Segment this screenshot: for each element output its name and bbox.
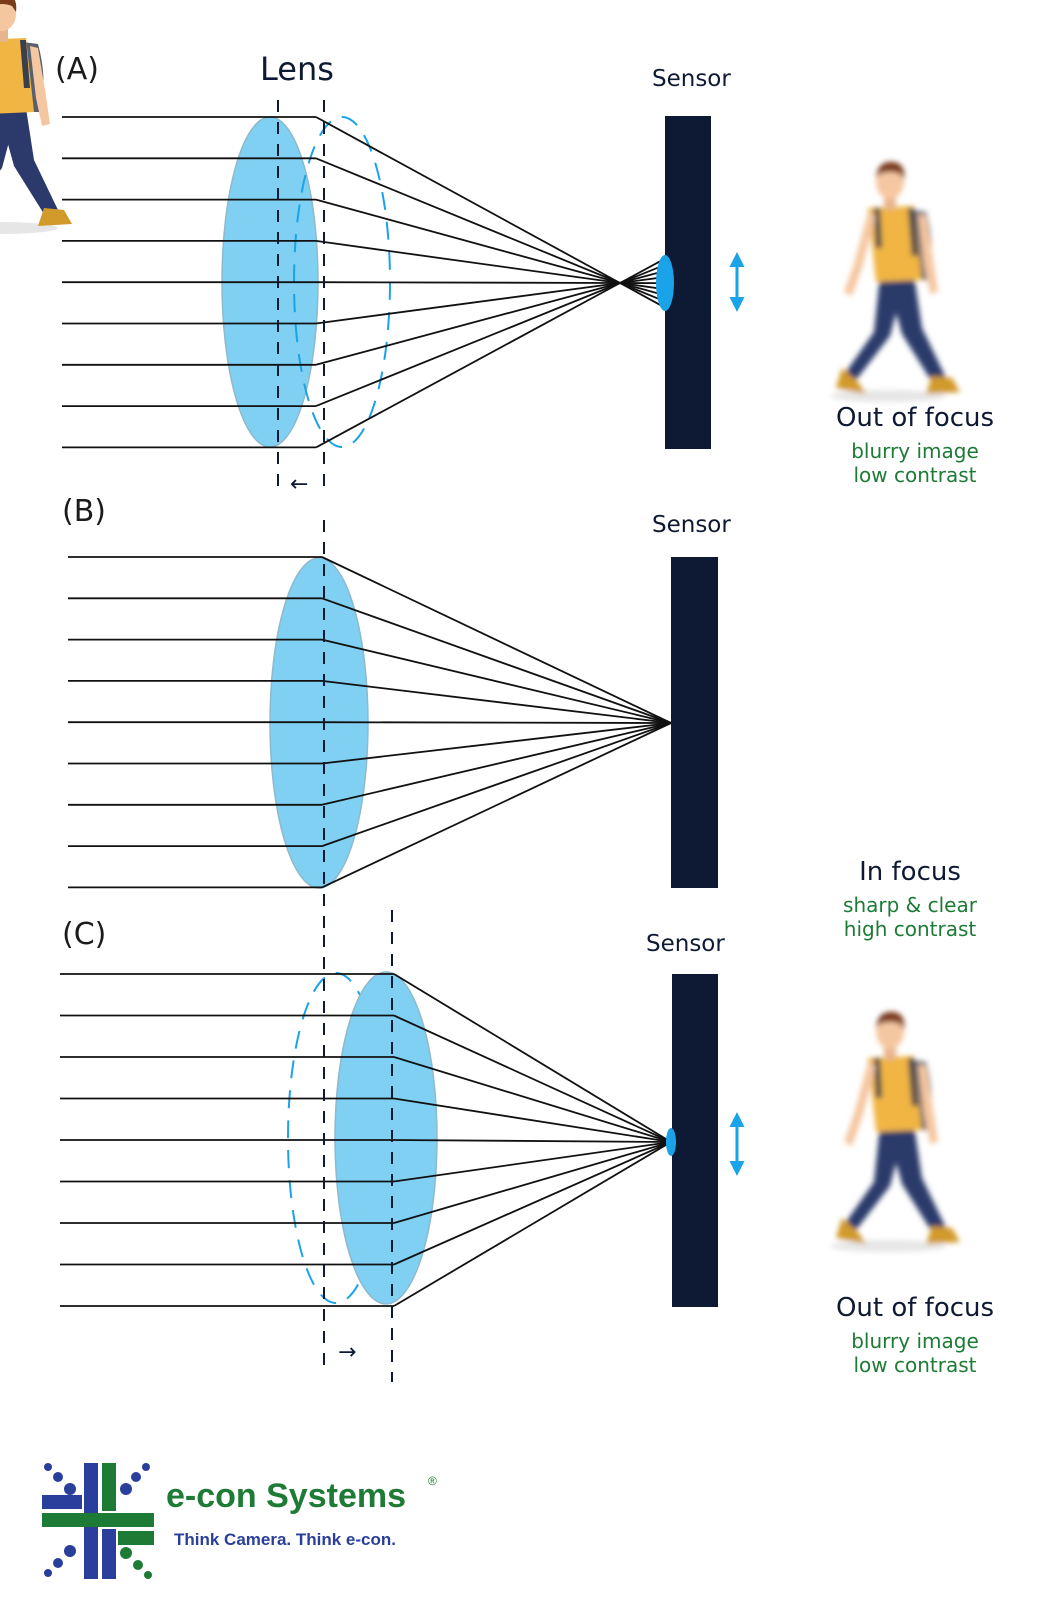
state-a: Out of focus	[835, 403, 995, 433]
panel-b-label: (B)	[62, 494, 106, 529]
shift-arrow-a: ←	[290, 472, 309, 497]
blur-spot-c	[666, 1128, 676, 1156]
lens-c	[334, 971, 438, 1305]
refracted-ray	[321, 721, 672, 724]
refracted-ray	[393, 1141, 672, 1224]
diverging-ray	[619, 282, 667, 309]
state-c: Out of focus	[835, 1293, 995, 1323]
desc-c-2: low contrast	[853, 1353, 977, 1377]
brand-tagline: Think Camera. Think e-con.	[174, 1530, 396, 1549]
refracted-ray	[321, 597, 672, 724]
person-a-icon	[830, 161, 960, 402]
refracted-ray	[315, 116, 621, 284]
light-rays-a	[62, 116, 667, 449]
panel-a-label: (A)	[55, 52, 99, 87]
refracted-ray	[321, 680, 672, 724]
sensor-label-a: Sensor	[652, 66, 731, 92]
shift-arrow-c: →	[338, 1340, 357, 1365]
diverging-ray	[619, 257, 667, 284]
refracted-ray	[393, 1141, 672, 1307]
light-rays-c	[60, 973, 672, 1307]
desc-a-2: low contrast	[853, 463, 977, 487]
refracted-ray	[321, 638, 672, 724]
refracted-ray	[315, 157, 621, 284]
refracted-ray	[393, 1097, 672, 1143]
brand-reg: ®	[428, 1474, 437, 1488]
state-b: In focus	[859, 857, 961, 887]
refracted-ray	[315, 282, 621, 366]
refracted-ray	[315, 282, 621, 325]
refracted-ray	[315, 198, 621, 284]
refracted-ray	[321, 556, 672, 724]
panel-c-label: (C)	[62, 917, 107, 952]
person-c-icon	[830, 1011, 960, 1252]
panel-c	[60, 910, 745, 1382]
desc-b-2: high contrast	[843, 917, 977, 941]
sensor-c	[672, 974, 718, 1307]
brand-name: e-con Systems	[166, 1477, 406, 1515]
desc-a-1: blurry image	[851, 439, 979, 463]
walking-person-icon	[0, 0, 72, 234]
light-rays-b	[68, 556, 672, 889]
sensor-label-b: Sensor	[652, 512, 731, 538]
refracted-ray	[393, 1014, 672, 1143]
refracted-ray	[321, 722, 672, 889]
sensor-label-c: Sensor	[646, 931, 725, 957]
refracted-ray	[393, 1139, 672, 1143]
refracted-ray	[315, 240, 621, 284]
refracted-ray	[393, 1141, 672, 1183]
econ-logo-icon	[42, 1463, 154, 1579]
refracted-ray	[315, 282, 621, 407]
panel-b	[68, 520, 718, 935]
panel-a	[62, 100, 745, 495]
refracted-ray	[393, 973, 672, 1143]
refracted-ray	[393, 1056, 672, 1143]
desc-c-1: blurry image	[851, 1329, 979, 1353]
sensor-b	[671, 557, 718, 888]
lens-title: Lens	[260, 50, 334, 88]
refracted-ray	[315, 281, 621, 284]
refracted-ray	[321, 722, 672, 806]
refracted-ray	[315, 282, 621, 449]
refracted-ray	[393, 1141, 672, 1266]
refracted-ray	[321, 722, 672, 847]
desc-b-1: sharp & clear	[843, 893, 977, 917]
refracted-ray	[321, 722, 672, 765]
blur-spot-a	[656, 255, 674, 311]
